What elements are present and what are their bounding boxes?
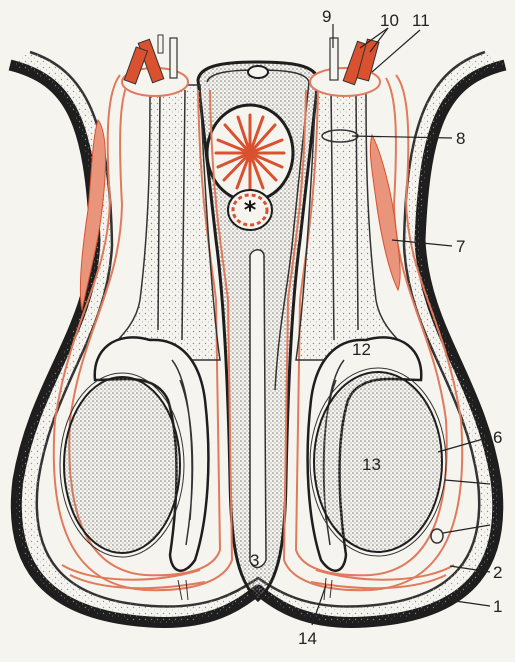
label-6: 6 <box>493 428 502 447</box>
urethra-marker: * <box>244 196 257 224</box>
septum-channel <box>250 250 266 568</box>
label-8: 8 <box>456 129 465 148</box>
leader-11 <box>372 30 420 72</box>
label-13: 13 <box>362 455 381 474</box>
left-vas-deferens <box>170 38 177 78</box>
label-9: 9 <box>322 7 331 26</box>
cavernous-spongy-tissue <box>216 115 284 190</box>
label-7: 7 <box>456 237 465 256</box>
label-5: 5 <box>493 475 502 494</box>
label-2: 2 <box>493 563 502 582</box>
label-10: 10 <box>380 11 399 30</box>
left-gubernaculum <box>178 580 188 600</box>
left-bottom-membrane-2 <box>70 575 205 588</box>
right-vas-deferens <box>330 38 338 80</box>
left-testis <box>64 377 180 553</box>
label-12: 12 <box>352 340 371 359</box>
label-14: 14 <box>298 629 317 648</box>
label-1: 1 <box>493 597 502 616</box>
label-11: 11 <box>412 11 430 30</box>
leader-10b <box>370 28 388 52</box>
left-nerve <box>158 35 163 53</box>
raphe-knot <box>248 66 268 78</box>
cavity-marker <box>431 529 443 543</box>
label-4: 4 <box>493 516 502 535</box>
label-3: 3 <box>250 551 259 570</box>
